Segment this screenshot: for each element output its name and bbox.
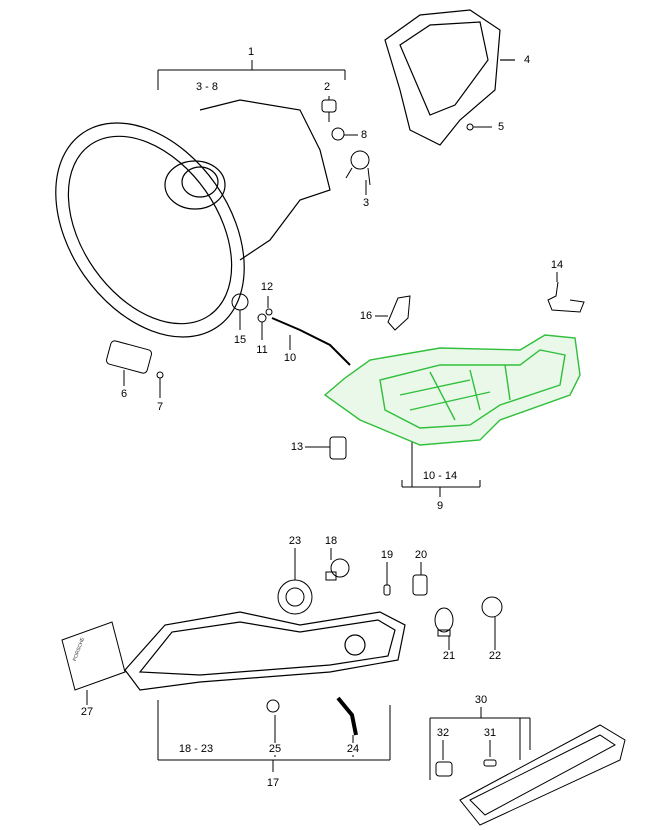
bracket-17: [157, 700, 391, 772]
bulb-part-32: [435, 761, 453, 777]
callout-9[interactable]: 9: [435, 500, 445, 512]
callout-4[interactable]: 4: [522, 54, 532, 66]
callout-17[interactable]: 17: [265, 777, 281, 789]
bulb-part-3: [345, 150, 371, 186]
callout-10-14[interactable]: 10 - 14: [421, 470, 459, 482]
bracket-30: [429, 707, 531, 780]
callout-22[interactable]: 22: [487, 650, 503, 662]
bracket-1: [157, 60, 346, 90]
callout-7[interactable]: 7: [155, 401, 165, 413]
callout-12[interactable]: 12: [259, 281, 275, 293]
callout-6[interactable]: 6: [119, 388, 129, 400]
bulb-part-2: [321, 99, 337, 122]
clip-part-14: [547, 281, 585, 313]
screw-part-7: [156, 371, 164, 398]
bulb-part-21: [434, 607, 454, 637]
callout-20[interactable]: 20: [413, 549, 429, 561]
callout-10[interactable]: 10: [282, 352, 298, 364]
callout-30[interactable]: 30: [473, 694, 489, 706]
callout-25[interactable]: 25: [267, 743, 283, 755]
callout-18[interactable]: 18: [323, 535, 339, 547]
seal-part-23: [277, 579, 313, 615]
callout-3[interactable]: 3: [361, 197, 371, 209]
callout-31[interactable]: 31: [482, 727, 498, 739]
hose-part-24: [336, 696, 358, 736]
headlight-assembly-part-17: [124, 611, 406, 691]
headlight-housing-part-4: [384, 9, 515, 146]
callout-16[interactable]: 16: [358, 310, 374, 322]
callout-5[interactable]: 5: [496, 121, 506, 133]
grommet-part-13: [329, 436, 347, 460]
bracket-9: [401, 440, 481, 497]
callout-24[interactable]: 24: [345, 743, 361, 755]
bulb-part-18: [325, 558, 350, 581]
bulb-part-20: [412, 574, 428, 596]
callout-19[interactable]: 19: [379, 549, 395, 561]
screw-part-5: [466, 123, 492, 131]
callout-1[interactable]: 1: [246, 46, 256, 58]
side-marker-part: [459, 724, 626, 826]
undertray-part-highlighted: [323, 334, 581, 446]
clip-part-8: [331, 127, 345, 141]
callout-15[interactable]: 15: [232, 334, 248, 346]
card-part-27: [61, 621, 126, 691]
cable-part-10: [271, 317, 351, 366]
callout-2[interactable]: 2: [322, 81, 332, 93]
callout-3-8[interactable]: 3 - 8: [194, 81, 220, 93]
cover-part-6: [106, 340, 152, 374]
washer-part-12: [265, 308, 273, 316]
callout-21[interactable]: 21: [441, 650, 457, 662]
callout-27[interactable]: 27: [79, 706, 95, 718]
callout-11[interactable]: 11: [255, 344, 269, 356]
callout-14[interactable]: 14: [549, 259, 565, 271]
socket-part-22: [481, 596, 503, 618]
bulb-part-31: [483, 759, 497, 767]
callout-18-23[interactable]: 18 - 23: [177, 743, 215, 755]
callout-13[interactable]: 13: [289, 441, 305, 453]
callout-8[interactable]: 8: [359, 129, 369, 141]
bulb-part-19: [383, 584, 391, 596]
callout-23[interactable]: 23: [287, 535, 303, 547]
nut-part-11: [257, 313, 267, 323]
callout-32[interactable]: 32: [435, 727, 451, 739]
nut-part-25: [266, 699, 280, 713]
headlight-assembly-part: [55, 99, 331, 338]
bracket-part-16: [387, 295, 411, 331]
